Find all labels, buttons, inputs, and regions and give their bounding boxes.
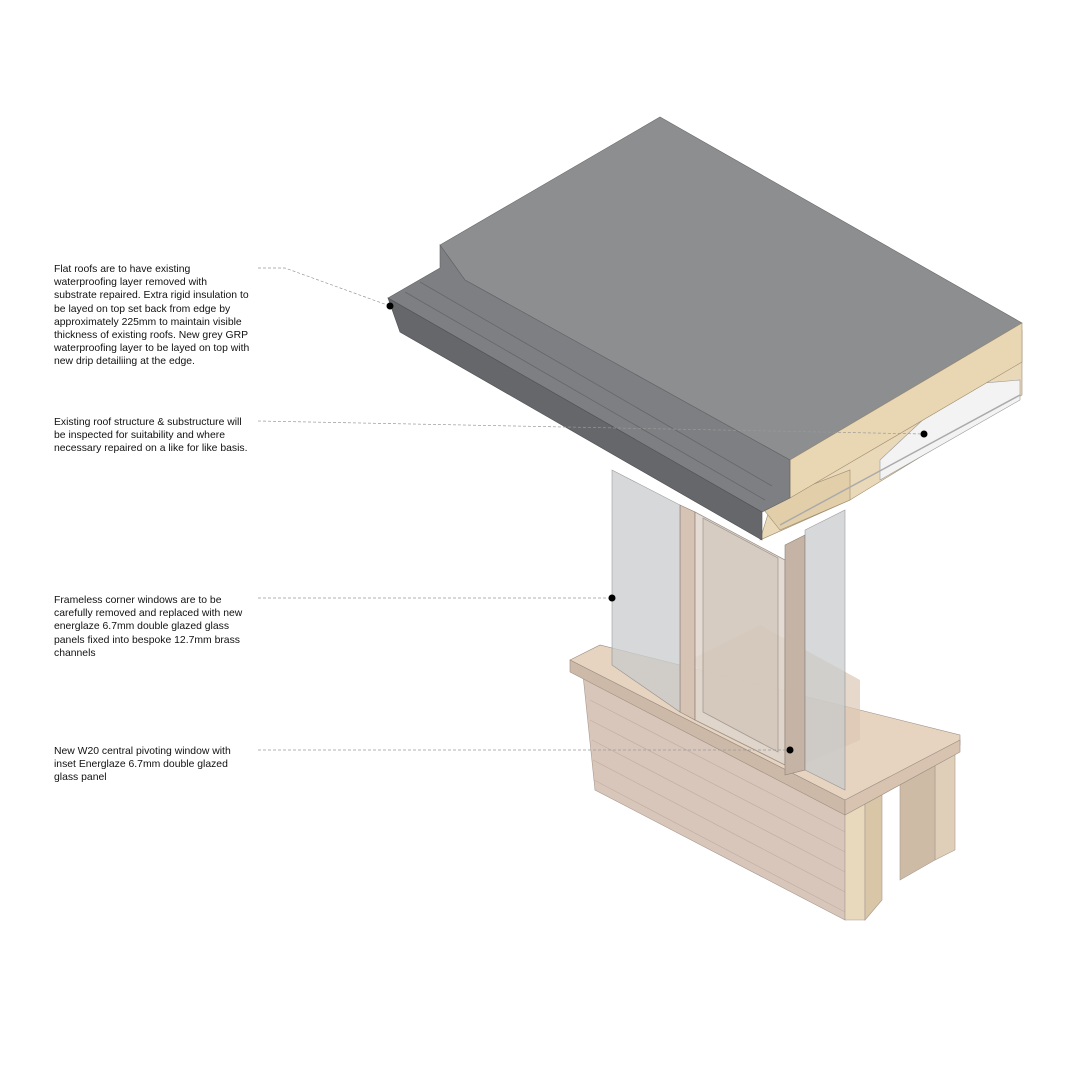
annotation-flat-roof: Flat roofs are to have existing waterpro… <box>54 264 250 368</box>
windows <box>611 469 846 791</box>
leader-dots <box>386 302 928 754</box>
annotation-corner-windows: Frameless corner windows are to be caref… <box>54 595 243 659</box>
flat-roof <box>387 116 1023 541</box>
leader-lines <box>257 267 925 751</box>
annotation-pivot-window: New W20 central pivoting window with ins… <box>54 746 231 784</box>
annotation-roof-structure: Existing roof structure & substructure w… <box>54 417 248 455</box>
brick-base <box>582 674 956 921</box>
